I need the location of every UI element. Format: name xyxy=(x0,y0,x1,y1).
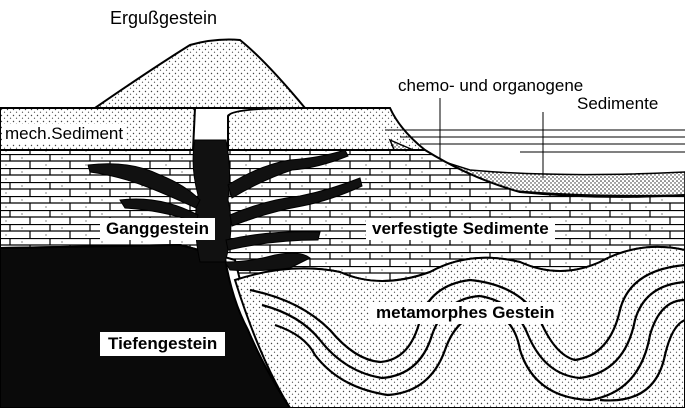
label-tiefengestein: Tiefengestein xyxy=(100,332,225,356)
label-sedimente-top: Sedimente xyxy=(577,94,658,114)
metamorphic-zone xyxy=(235,247,685,408)
label-metamorphes-gestein: metamorphes Gestein xyxy=(370,302,561,324)
label-erguss: Ergußgestein xyxy=(110,8,217,29)
label-ganggestein: Ganggestein xyxy=(100,218,215,240)
label-mech-sediment: mech.Sediment xyxy=(2,124,126,144)
water-lines xyxy=(385,130,685,152)
volcano-cone xyxy=(95,40,305,108)
label-verfestigte-sedimente: verfestigte Sedimente xyxy=(366,218,555,240)
label-chemo: chemo- und organogene xyxy=(398,76,583,96)
